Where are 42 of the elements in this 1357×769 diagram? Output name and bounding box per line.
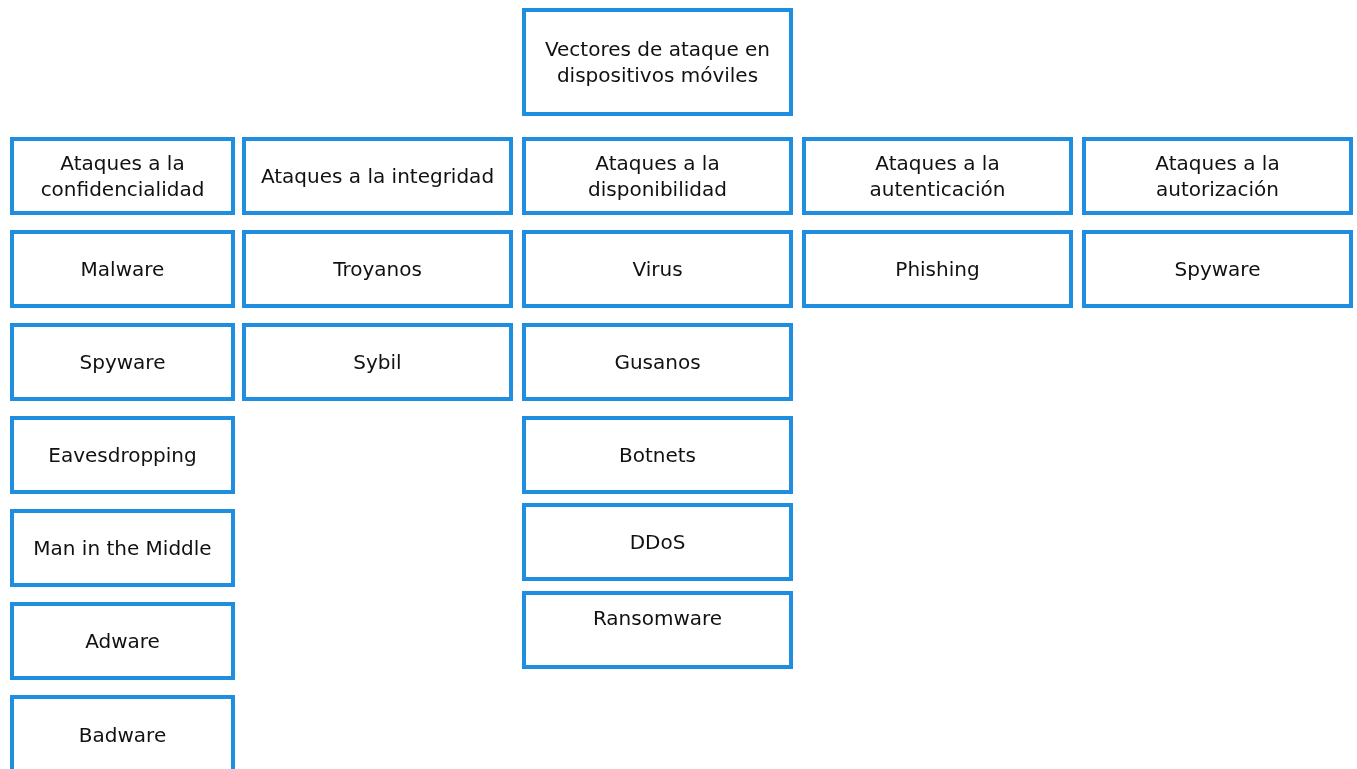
box-label: Sybil bbox=[352, 349, 403, 375]
attack-box bbox=[522, 416, 793, 494]
title-box bbox=[522, 8, 793, 116]
attack-box bbox=[522, 323, 793, 401]
category-box bbox=[802, 137, 1073, 215]
box-label: Adware bbox=[84, 628, 161, 654]
category-box bbox=[10, 137, 235, 215]
box-label: Ataques a la integridad bbox=[259, 163, 496, 189]
box-label: Malware bbox=[79, 256, 166, 282]
box-label: Badware bbox=[77, 722, 168, 748]
box-label: Ataques a la autenticación bbox=[868, 150, 1007, 202]
category-box bbox=[522, 137, 793, 215]
attack-box bbox=[802, 230, 1073, 308]
attack-box bbox=[522, 503, 793, 581]
attack-box bbox=[522, 591, 793, 669]
box-label: Spyware bbox=[78, 349, 167, 375]
box-label: Ransomware bbox=[591, 605, 724, 631]
box-label: Vectores de ataque en dispositivos móviles bbox=[543, 36, 772, 88]
box-label: Virus bbox=[631, 256, 684, 282]
box-label: Troyanos bbox=[332, 256, 423, 282]
box-label: Ataques a la autorización bbox=[1154, 150, 1281, 202]
box-label: Eavesdropping bbox=[47, 442, 198, 468]
attack-box bbox=[522, 230, 793, 308]
attack-box bbox=[10, 323, 235, 401]
attack-box bbox=[242, 323, 513, 401]
attack-box bbox=[1082, 230, 1353, 308]
attack-box bbox=[10, 695, 235, 769]
attack-box bbox=[10, 230, 235, 308]
box-label: Ataques a la disponibilidad bbox=[587, 150, 728, 202]
attack-box bbox=[10, 416, 235, 494]
box-label: Botnets bbox=[617, 442, 697, 468]
attack-box bbox=[242, 230, 513, 308]
category-box bbox=[1082, 137, 1353, 215]
attack-box bbox=[10, 509, 235, 587]
box-label: Phishing bbox=[894, 256, 981, 282]
attack-box bbox=[10, 602, 235, 680]
box-label: Gusanos bbox=[613, 349, 702, 375]
box-label: Man in the Middle bbox=[32, 535, 213, 561]
category-box bbox=[242, 137, 513, 215]
box-label: Ataques a la confidencialidad bbox=[39, 150, 206, 202]
box-label: DDoS bbox=[628, 529, 687, 555]
box-label: Spyware bbox=[1173, 256, 1262, 282]
